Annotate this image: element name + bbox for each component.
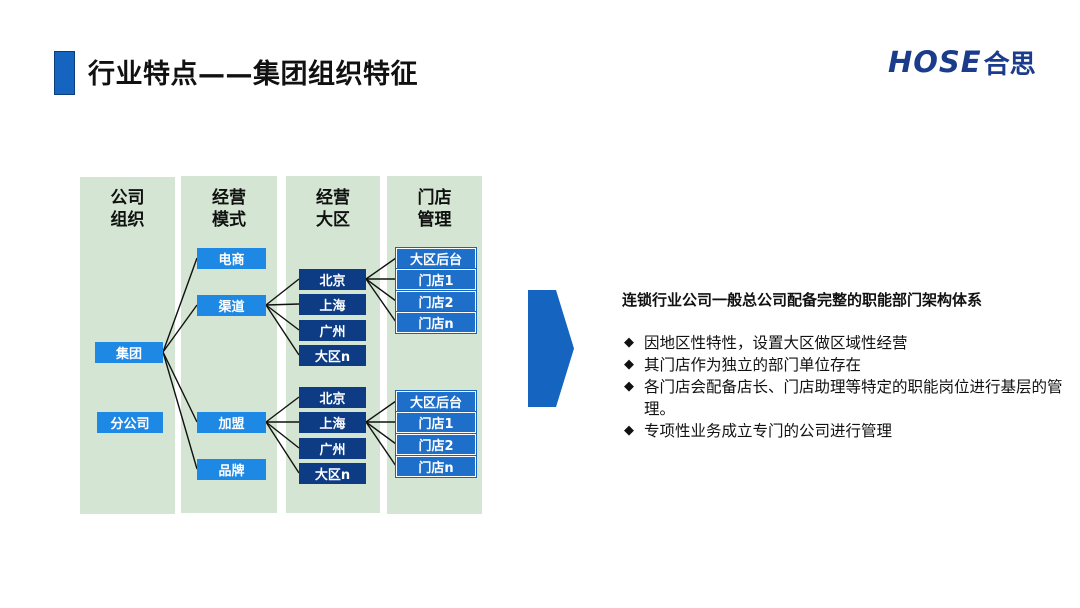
bullet-text: 其门店作为独立的部门单位存在 [644,356,862,374]
link-shanghai-storen-b [365,421,397,467]
bullet-item: ◆ 各门店会配备店长、门店助理等特定的职能岗位进行基层的管理。 [624,376,1064,420]
bullet-text: 各门店会配备店长、门店助理等特定的职能岗位进行基层的管理。 [644,378,1063,418]
node-mode-channel: 渠道 [197,295,266,316]
link-group-brand [162,351,198,470]
node-store-a-n: 门店n [395,311,477,334]
link-group-channel [162,304,198,353]
link-beijing-store2-a [365,278,397,302]
diamond-bullet-icon: ◆ [624,423,634,438]
diamond-bullet-icon: ◆ [624,379,634,394]
panel-title: 连锁行业公司一般总公司配备完整的职能部门架构体系 [622,291,983,309]
node-store-b-1: 门店1 [395,411,477,434]
node-store-a-1: 门店1 [395,268,477,291]
node-mode-ecommerce: 电商 [197,248,266,269]
node-store-a-backoffice: 大区后台 [395,247,477,270]
node-region-b-beijing: 北京 [299,387,366,408]
column-header-store: 门店 管理 [417,188,452,230]
bullet-text: 专项性业务成立专门的公司进行管理 [644,422,893,440]
node-region-b-n: 大区n [299,463,366,484]
link-channel-guangzhou [265,304,300,331]
link-channel-shanghai [265,303,300,306]
logo-chinese-name: 合思 [983,49,1036,80]
node-branch-company: 分公司 [97,412,163,433]
node-region-a-shanghai: 上海 [299,294,366,315]
link-franchise-region-n [265,421,300,474]
node-store-a-2: 门店2 [395,290,477,313]
node-mode-franchise: 加盟 [197,412,266,433]
chevron-right-icon [528,290,574,407]
node-region-b-shanghai: 上海 [299,412,366,433]
node-group: 集团 [95,342,163,363]
bullet-item: ◆ 其门店作为独立的部门单位存在 [624,354,1064,376]
node-region-a-beijing: 北京 [299,269,366,290]
link-franchise-beijing [265,396,300,423]
title-accent-bar [54,51,75,95]
link-shanghai-store2-b [365,421,397,445]
link-group-ecommerce [162,257,198,353]
link-shanghai-backoffice-b [365,400,397,423]
bullet-text: 因地区性特性，设置大区做区域性经营 [644,334,908,352]
slide-title: 行业特点——集团组织特征 [88,59,418,90]
bullet-item: ◆ 专项性业务成立专门的公司进行管理 [624,420,1064,442]
hose-logo: HOSE 合思 [888,44,1036,80]
column-header-company: 公司 组织 [110,188,145,230]
bullet-item: ◆ 因地区性特性，设置大区做区域性经营 [624,332,1064,354]
diamond-bullet-icon: ◆ [624,335,634,350]
node-region-a-n: 大区n [299,345,366,366]
column-header-mode: 经营 模式 [212,188,246,230]
link-channel-beijing [265,278,300,306]
link-franchise-guangzhou [265,421,300,449]
logo-mark: HOSE [888,45,982,79]
link-group-franchise [162,351,198,423]
node-store-b-2: 门店2 [395,433,477,456]
node-mode-brand: 品牌 [197,459,266,480]
link-channel-region-n [265,304,300,356]
node-region-b-guangzhou: 广州 [299,438,366,459]
node-store-b-backoffice: 大区后台 [395,390,477,413]
link-beijing-backoffice-a [365,257,397,280]
link-beijing-storen-a [365,278,397,323]
bullet-list: ◆ 因地区性特性，设置大区做区域性经营 ◆ 其门店作为独立的部门单位存在 ◆ 各… [624,332,1064,442]
column-header-region: 经营 大区 [316,188,350,230]
node-region-a-guangzhou: 广州 [299,320,366,341]
node-store-b-n: 门店n [395,455,477,478]
diamond-bullet-icon: ◆ [624,357,634,372]
column-mode-bg [181,176,277,513]
